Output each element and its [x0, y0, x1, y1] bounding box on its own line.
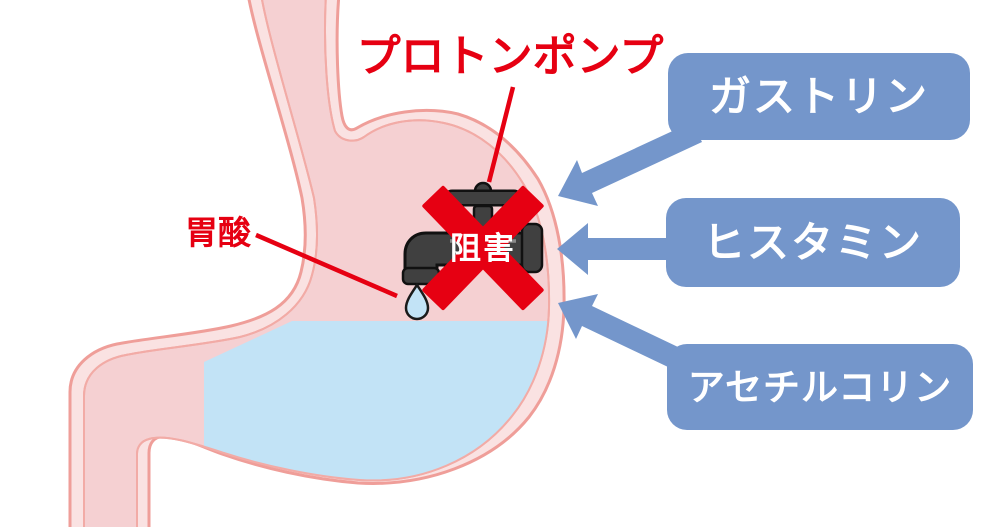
acetylcholine-box [667, 344, 973, 430]
gastric-acid-label: 胃酸 [185, 214, 252, 251]
faucet-wall-flange [520, 222, 544, 274]
red-x-bar [422, 185, 544, 311]
proton-pump-title: プロトンポンプ [357, 32, 664, 81]
acetylcholine-label: アセチルコリン [688, 367, 953, 408]
stomach-inner-line [83, 0, 551, 527]
water-drop-icon [404, 282, 430, 321]
acid-pointer-line [255, 232, 398, 299]
histamine-box [666, 198, 960, 287]
gastrin-label: ガストリン [709, 73, 929, 120]
histamine-arrow-icon [557, 223, 672, 275]
stimulant-acetylcholine: アセチルコリン [558, 294, 973, 430]
gastric-acid-liquid [204, 321, 550, 520]
faucet-pipe [406, 234, 530, 272]
gastrin-box [668, 53, 970, 140]
stimulant-gastrin: ガストリン [558, 53, 970, 206]
histamine-label: ヒスタミン [703, 219, 923, 266]
acetylcholine-arrow-icon [558, 294, 699, 377]
stimulant-histamine: ヒスタミン [557, 198, 960, 287]
title-pointer-line [486, 86, 516, 183]
gastrin-arrow-icon [558, 122, 702, 206]
red-x-icon [422, 185, 544, 311]
inhibition-label: 阻害 [450, 231, 516, 266]
